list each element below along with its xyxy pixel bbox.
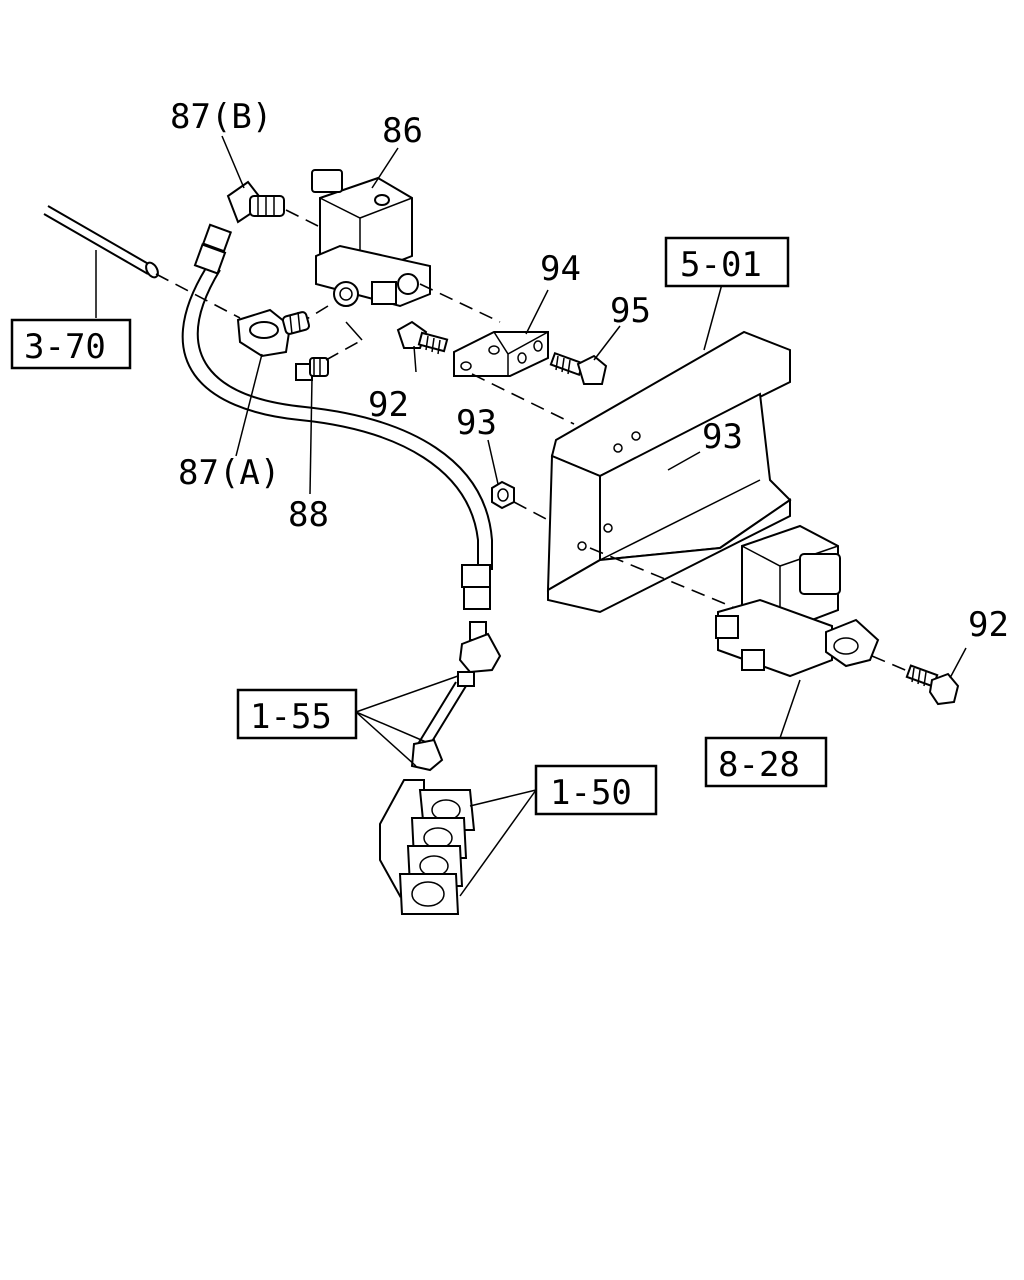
ref-box-5-01: 5-01 xyxy=(664,236,790,288)
ref-box-3-70: 3-70 xyxy=(10,318,132,370)
bolt-92-upper xyxy=(396,320,449,355)
bracket-94 xyxy=(453,331,575,425)
callout-87a: 87(A) xyxy=(178,453,280,493)
ref-box-1-50: 1-50 xyxy=(534,764,658,816)
ref-5-01-label: 5-01 xyxy=(680,245,762,285)
leader-lines xyxy=(95,135,967,897)
fitting-87a xyxy=(236,308,311,358)
fitting-87b xyxy=(226,180,319,227)
bolt-92-right xyxy=(905,664,960,706)
callout-92-upper: 92 xyxy=(368,385,409,425)
valve-assembly-8-28 xyxy=(715,524,911,678)
ref-8-28-label: 8-28 xyxy=(718,745,800,785)
bolt-95 xyxy=(549,351,608,385)
callout-86: 86 xyxy=(382,111,423,151)
ref-box-1-55: 1-55 xyxy=(236,688,358,740)
callout-93-left: 93 xyxy=(456,403,497,443)
callout-95: 95 xyxy=(610,291,651,331)
callout-93-right: 93 xyxy=(702,417,743,457)
flexible-hose xyxy=(181,223,493,610)
plug-88 xyxy=(295,321,363,381)
ref-1-50-label: 1-50 xyxy=(550,773,632,813)
ref-3-70-label: 3-70 xyxy=(24,327,106,367)
ref-box-8-28: 8-28 xyxy=(704,736,828,788)
solenoid-valve-86 xyxy=(291,169,501,329)
callout-87b: 87(B) xyxy=(170,97,272,137)
rod-3-70 xyxy=(43,205,241,319)
nut-93-left xyxy=(491,480,549,521)
callout-92-right: 92 xyxy=(968,605,1009,645)
flanges-1-50 xyxy=(379,779,476,915)
ref-1-55-label: 1-55 xyxy=(250,697,332,737)
callout-94: 94 xyxy=(540,249,581,289)
callout-88: 88 xyxy=(288,495,329,535)
frame-bracket-5-01 xyxy=(546,330,792,614)
connector-1-55 xyxy=(410,621,502,772)
